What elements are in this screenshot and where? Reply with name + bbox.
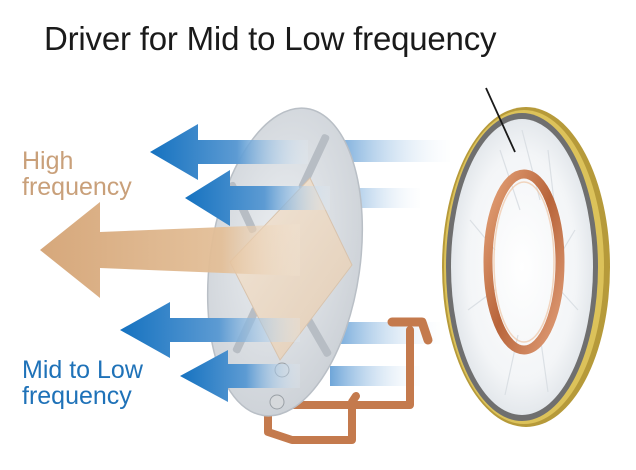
high-label-line-1: High	[22, 147, 74, 175]
mid-low-driver	[442, 107, 610, 427]
mid-low-frequency-label: Mid to Low frequency	[22, 357, 143, 410]
high-label-line-2: frequency	[22, 173, 132, 202]
driver-title: Driver for Mid to Low frequency	[44, 20, 497, 57]
mid-low-arrow-3	[120, 302, 300, 358]
mid-label-line-1: Mid to Low	[22, 356, 143, 384]
title-pointer-line	[485, 87, 516, 153]
high-frequency-label: High frequency	[22, 148, 132, 201]
high-frequency-arrow	[40, 202, 300, 298]
mid-low-arrows	[120, 124, 330, 402]
mid-low-arrow-1	[150, 124, 308, 180]
mid-label-line-2: frequency	[22, 382, 132, 411]
mid-low-arrow-4	[180, 350, 300, 402]
mid-low-arrow-2	[185, 170, 330, 226]
